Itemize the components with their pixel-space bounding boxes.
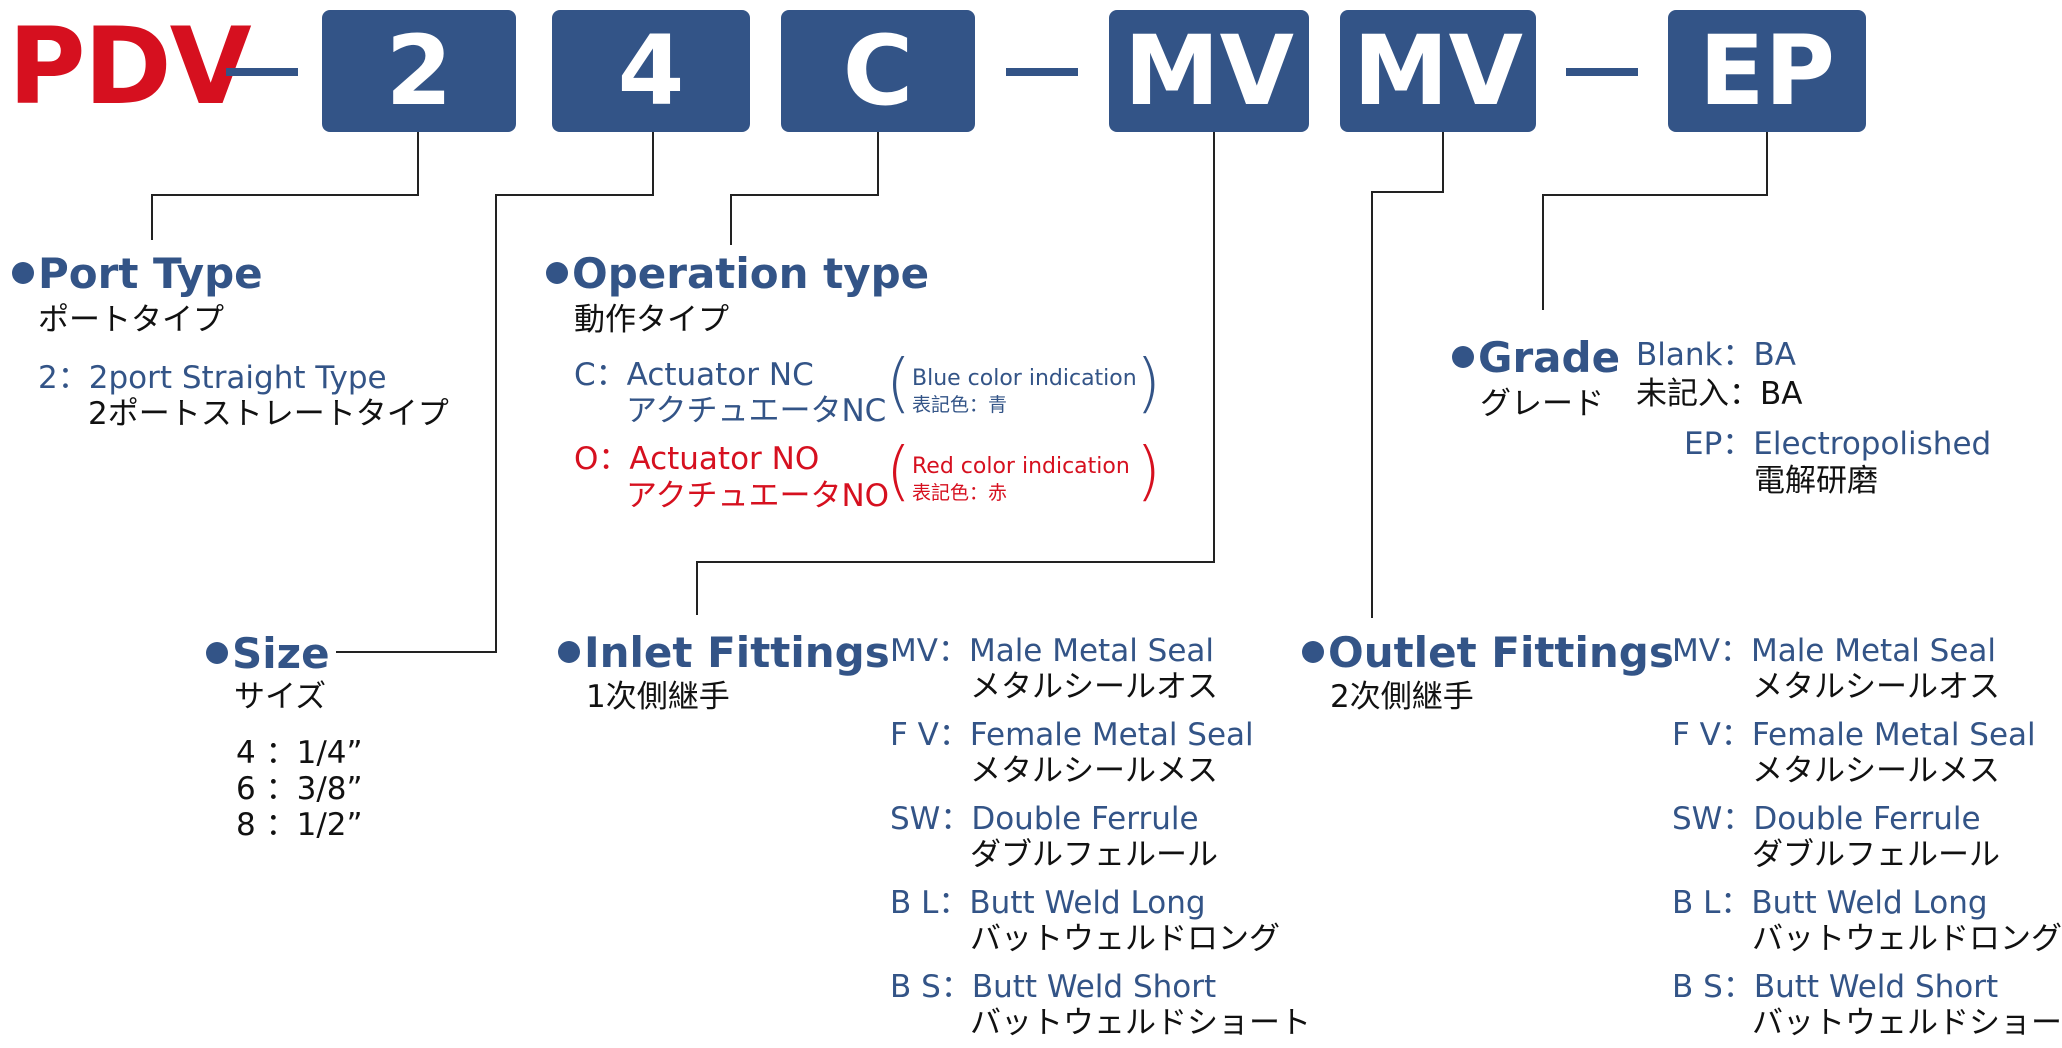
outlet-option-jp: バットウェルドショート [1752,1005,2062,1041]
outlet-option: F V：Female Metal Seal [1672,717,2036,753]
outlet-option: B S：Butt Weld Short [1672,969,1999,1005]
operation-type-title: Operation type [546,253,929,295]
code-box-inlet: MV [1109,10,1309,132]
paren-close: ) [1136,347,1161,421]
inlet-subtitle: 1次側継手 [586,679,730,715]
port-type-title: Port Type [12,253,263,295]
code-box-outlet: MV [1340,10,1536,132]
connector-inlet [696,132,1215,615]
outlet-option-jp: バットウェルドロング [1752,921,2062,957]
inlet-option: MV：Male Metal Seal [890,633,1215,669]
code-box-grade: EP [1668,10,1866,132]
connector-grade [1542,132,1768,310]
paren-open: ( [886,347,911,421]
grade-option-blank-jp: 未記入：BA [1636,376,1803,412]
inlet-option: SW：Double Ferrule [890,801,1199,837]
model-prefix: PDV [8,5,252,128]
paren-open: ( [886,435,911,509]
operation-option-no-jp: アクチュエータNO [626,478,890,514]
inlet-option-jp: ダブルフェルール [970,837,1218,873]
connector-port-type [151,132,419,240]
operation-option-nc: C：Actuator NC [574,357,814,393]
grade-title: Grade [1452,337,1620,379]
outlet-option: MV：Male Metal Seal [1672,633,1997,669]
inlet-option-jp: メタルシールオス [970,669,1218,705]
grade-option-ep: EP：Electropolished [1684,426,1992,462]
code-dash [1006,68,1078,76]
operation-option-no: O：Actuator NO [574,441,820,477]
size-option: 8 ：1/2” [236,807,363,843]
bullet-dot [546,261,568,284]
size-option: 4 ：1/4” [236,735,363,771]
bullet-dot [12,261,34,284]
grade-subtitle: グレード [1480,386,1604,422]
code-dash [1566,68,1638,76]
inlet-option-jp: メタルシールメス [970,753,1218,789]
size-title: Size [206,633,330,675]
bullet-dot [1452,345,1474,368]
outlet-subtitle: 2次側継手 [1330,679,1474,715]
connector-outlet [1371,132,1444,618]
note-red-jp: 表記色：赤 [912,482,1008,504]
inlet-option: B L：Butt Weld Long [890,885,1206,921]
outlet-option: SW：Double Ferrule [1672,801,1981,837]
code-box-operation: C [781,10,975,132]
outlet-option-jp: メタルシールメス [1752,753,2000,789]
note-red-en: Red color indication [912,454,1130,479]
connector-operation [730,132,879,245]
code-box-size: 4 [552,10,750,132]
bullet-dot [1302,640,1324,663]
outlet-option: B L：Butt Weld Long [1672,885,1988,921]
paren-close: ) [1136,435,1161,509]
note-blue-en: Blue color indication [912,366,1137,391]
grade-option-ep-jp: 電解研磨 [1754,463,1878,499]
operation-option-nc-jp: アクチュエータNC [626,393,887,429]
bullet-dot [558,640,580,663]
size-subtitle: サイズ [234,679,327,715]
note-blue-jp: 表記色：青 [912,394,1008,416]
code-dash [226,68,298,76]
outlet-option-jp: メタルシールオス [1752,669,2000,705]
code-box-port-type: 2 [322,10,516,132]
inlet-title: Inlet Fittings [558,632,890,674]
port-type-option: 2：2port Straight Type [38,360,387,396]
size-option: 6 ：3/8” [236,771,363,807]
port-type-option-jp: 2ポートストレートタイプ [88,396,449,432]
inlet-option-jp: バットウェルドロング [970,921,1280,957]
operation-type-subtitle: 動作タイプ [574,302,729,338]
inlet-option-jp: バットウェルドショート [970,1005,1311,1041]
port-type-subtitle: ポートタイプ [38,302,224,338]
inlet-option: F V：Female Metal Seal [890,717,1254,753]
outlet-option-jp: ダブルフェルール [1752,837,2000,873]
bullet-dot [206,641,228,664]
inlet-option: B S：Butt Weld Short [890,969,1217,1005]
outlet-title: Outlet Fittings [1302,632,1674,674]
connector-size [336,132,654,653]
grade-option-blank: Blank：BA [1636,337,1796,373]
